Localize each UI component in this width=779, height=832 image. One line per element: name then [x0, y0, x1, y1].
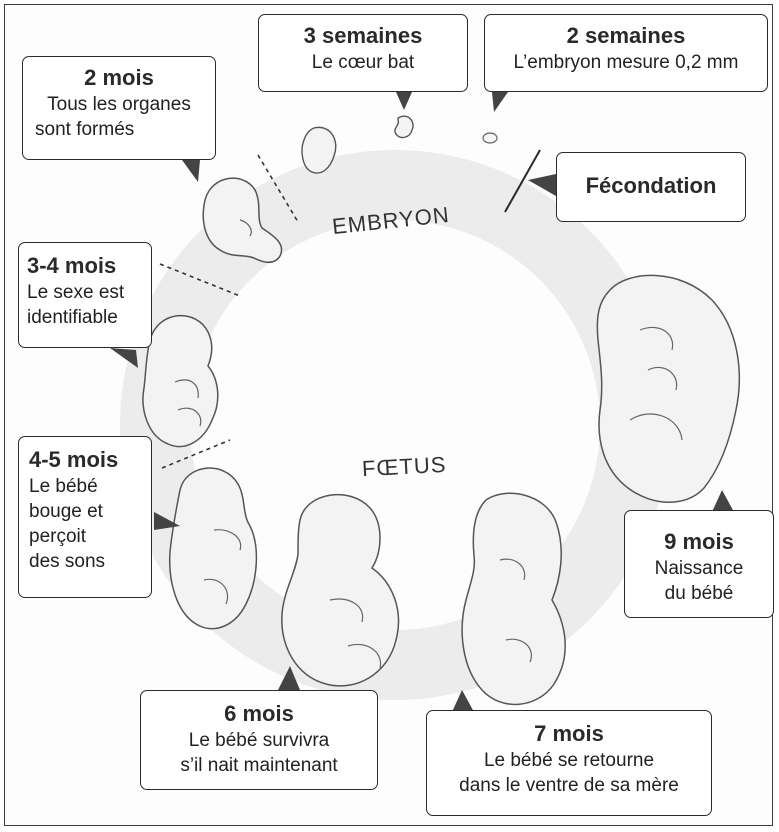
stage-3-4-months-line2: identifiable — [27, 305, 151, 330]
stage-6-months-box: 6 mois Le bébé survivra s’il nait mainte… — [140, 690, 378, 790]
foetus-label: FŒTUS — [361, 452, 447, 482]
stage-4-5-months-line3: perçoit — [29, 524, 151, 549]
s2-pointer — [492, 92, 508, 112]
stage-9-months-line1: Naissance — [625, 556, 773, 581]
egg-2-weeks-figure — [483, 133, 497, 143]
foetus-3-4-months-figure — [143, 316, 218, 447]
stage-9-months-box: 9 mois Naissance du bébé — [624, 510, 774, 618]
foetus-7-months-figure — [462, 493, 565, 704]
stage-4-5-months-line4: des sons — [29, 549, 151, 574]
stage-3-weeks-title: 3 semaines — [259, 21, 467, 50]
stage-2-weeks-box: 2 semaines L’embryon mesure 0,2 mm — [484, 14, 768, 92]
m34-pointer — [110, 348, 138, 368]
foetus-6-months-figure — [282, 495, 399, 686]
stage-2-months-title: 2 mois — [23, 63, 215, 92]
stage-3-weeks-box: 3 semaines Le cœur bat — [258, 14, 468, 92]
stage-2-weeks-title: 2 semaines — [485, 21, 767, 50]
stage-7-months-title: 7 mois — [427, 719, 711, 748]
stage-3-4-months-box: 3-4 mois Le sexe est identifiable — [18, 242, 152, 348]
stage-2-months-line1: Tous les organes — [23, 92, 215, 117]
stage-6-months-title: 6 mois — [141, 699, 377, 728]
stage-4-5-months-line1: Le bébé — [29, 474, 151, 499]
m9-pointer — [712, 490, 734, 512]
stage-7-months-box: 7 mois Le bébé se retourne dans le ventr… — [426, 710, 712, 816]
stage-3-4-months-line1: Le sexe est — [27, 280, 151, 305]
embryo-3-weeks-figure — [395, 116, 413, 137]
stage-6-months-line2: s’il nait maintenant — [141, 753, 377, 778]
stage-7-months-line2: dans le ventre de sa mère — [427, 773, 711, 798]
stage-3-4-months-title: 3-4 mois — [27, 251, 151, 280]
stage-2-months-line2: sont formés — [23, 117, 215, 142]
m2-pointer — [182, 160, 200, 182]
fecondation-title: Fécondation — [557, 171, 745, 200]
stage-3-weeks-text: Le cœur bat — [259, 50, 467, 75]
stage-7-months-line1: Le bébé se retourne — [427, 748, 711, 773]
foetus-4-5-months-figure — [170, 468, 257, 629]
stage-2-months-box: 2 mois Tous les organes sont formés — [22, 56, 216, 160]
stage-9-months-line2: du bébé — [625, 581, 773, 606]
stage-2-weeks-text: L’embryon mesure 0,2 mm — [485, 50, 767, 75]
stage-4-5-months-box: 4-5 mois Le bébé bouge et perçoit des so… — [18, 436, 152, 598]
fecondation-box: Fécondation — [556, 152, 746, 222]
foetus-9-months-figure — [597, 275, 739, 502]
stage-4-5-months-line2: bouge et — [29, 499, 151, 524]
stage-4-5-months-title: 4-5 mois — [29, 445, 151, 474]
stage-6-months-line1: Le bébé survivra — [141, 728, 377, 753]
stage-9-months-title: 9 mois — [625, 527, 773, 556]
s3-pointer — [396, 92, 412, 110]
